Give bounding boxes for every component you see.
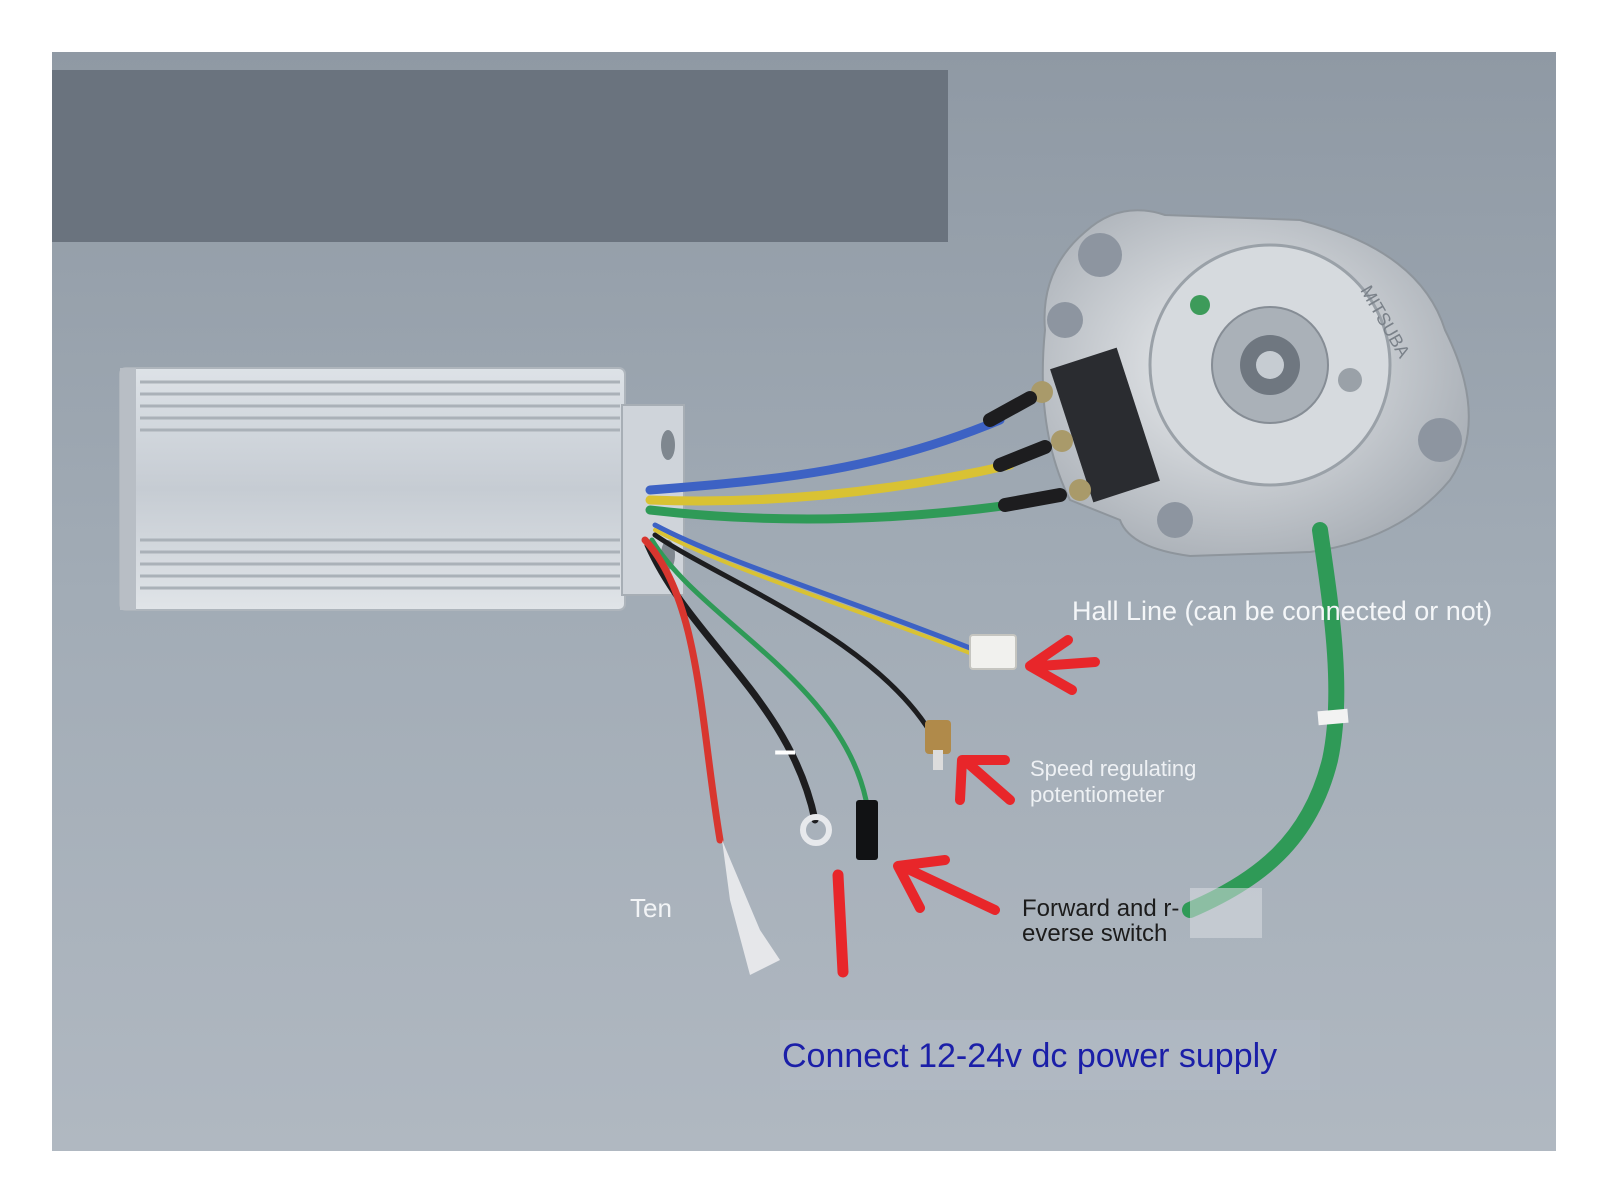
- motor-controller: [119, 367, 685, 611]
- negative-wire-marker: [832, 869, 849, 978]
- hall-cable: [1182, 522, 1349, 918]
- arrow-switch-icon: [893, 855, 1000, 915]
- speed-label-line2: potentiometer: [1030, 782, 1165, 807]
- speed-label-line1: Speed regulating: [1030, 756, 1197, 781]
- fwd-label-line1: Forward and r-: [1022, 895, 1180, 922]
- phase-wires: [645, 391, 1067, 524]
- annotation-arrows: [832, 635, 1100, 978]
- top-band: [52, 70, 948, 242]
- forward-reverse-label: Forward and r- everse switch: [1022, 896, 1262, 946]
- power-supply-label: Connect 12-24v dc power supply: [782, 1037, 1278, 1075]
- connectors: [722, 634, 1017, 975]
- arrow-speed-icon: [955, 755, 1015, 805]
- fwd-label-line2: everse switch: [1022, 920, 1168, 947]
- minus-label: –: [774, 728, 797, 772]
- hall-line-label: Hall Line (can be connected or not): [1072, 596, 1493, 626]
- arrow-hall-icon: [1025, 635, 1100, 695]
- speed-potentiometer-label: Speed regulating potentiometer: [1030, 756, 1250, 808]
- signal-wires: [641, 522, 978, 844]
- motor: MITSUBA: [1031, 209, 1470, 558]
- ten-label: Ten: [630, 893, 672, 923]
